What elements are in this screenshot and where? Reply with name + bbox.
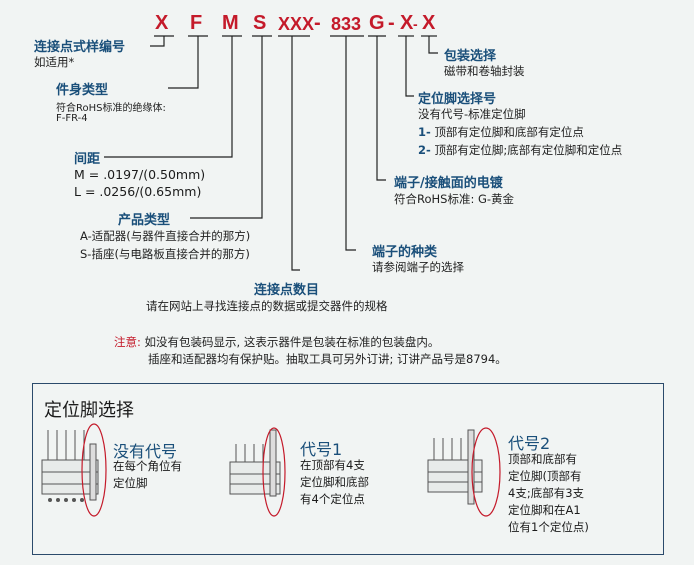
packaging-sub: 磁带和卷轴封装 [444,64,525,78]
option-code2-desc-line: 定位脚和在A1 [508,503,581,517]
line-packaging [428,36,438,54]
note-label: 注意: [114,335,141,349]
locator-opt2-text: 顶部有定位脚;底部有定位脚和定位点 [434,143,623,157]
option-code1-desc-line: 有4个定位点 [300,492,365,506]
option-code1-desc-line: 定位脚和底部 [300,475,369,489]
line-body [168,36,199,89]
locator-opt1: 1- 顶部有定位脚和底部有定位点 [418,124,584,140]
option-no-code-title: 没有代号 [113,442,178,461]
code-pitch: M [222,12,239,34]
body-heading: 件身类型 [56,83,109,98]
option-code2-desc-line: 位有1个定位点) [508,520,589,534]
packaging-heading: 包装选择 [444,49,497,64]
plating-heading: 端子/接触面的电镀 [394,176,503,191]
option-code1-title: 代号1 [300,440,343,459]
line-product [190,36,263,219]
pitch-l: L = .0256/(0.65mm) [74,184,202,199]
body-sub2: F-FR-4 [56,113,88,124]
contacts-sub: 请在网站上寻找连接点的数据或提交器件的规格 [146,299,388,313]
connector-no-code-diagram [41,423,107,517]
plating-sub: 符合RoHS标准: G-黄金 [394,192,515,206]
option-code2-desc-line: 顶部和底部有 [508,452,577,466]
code-dash-3: - [413,16,418,32]
note-line2: 插座和适配器均有保护贴。抽取工具可另外订讲; 订讲产品号是8794。 [148,352,507,366]
option-code1-desc-line: 在顶部有4支 [300,458,365,472]
code-dash-2: - [388,12,395,34]
connector-code1-diagram [229,427,286,517]
product-a: A-适配器(与器件直接合并的那方) [80,229,251,243]
option-code1-desc: 在顶部有4支 定位脚和底部 有4个定位点 [300,457,369,508]
locator-opt2-num: 2- [418,143,431,157]
locator-panel [32,383,664,555]
line-locator [405,36,414,97]
pitch-m: M = .0197/(0.50mm) [74,167,206,182]
panel-title: 定位脚选择 [44,400,134,421]
note-line1: 注意: 如没有包装码显示, 这表示器件是包装在标准的包装盘内。 [114,334,439,350]
option-no-code-desc: 在每个角位有 定位脚 [113,458,182,492]
code-terminal: 833 [331,14,362,34]
code-product: S [253,12,267,34]
option-code2-desc-line: 定位脚(顶部有 [508,469,582,483]
option-no-code-desc-line: 在每个角位有 [113,459,182,473]
pitch-heading: 间距 [74,152,101,167]
line-series [150,36,165,47]
option-code2-desc: 顶部和底部有 定位脚(顶部有 4支;底部有3支 定位脚和在A1 位有1个定位点) [508,451,589,536]
note-text1: 如没有包装码显示, 这表示器件是包装在标准的包装盘内。 [144,335,440,349]
code-dash-1: - [314,12,321,34]
code-contacts: XXX [278,14,315,34]
locator-sub: 没有代号-标准定位脚 [418,107,526,121]
line-plating [376,36,386,181]
code-body: F [190,12,203,34]
terminal-heading: 端子的种类 [372,245,438,260]
line-terminal [345,36,356,251]
contacts-heading: 连接点数目 [254,283,320,298]
option-no-code-desc-line: 定位脚 [113,476,148,490]
code-plating: G [369,12,385,34]
locator-opt2: 2- 顶部有定位脚;底部有定位脚和定位点 [418,142,622,158]
locator-opt1-text: 顶部有定位脚和底部有定位点 [434,125,584,139]
body-sub1: 符合RoHS标准的绝缘体: [56,103,166,114]
series-heading: 连接点式样编号 [34,40,126,55]
product-heading: 产品类型 [118,213,171,228]
option-code2-desc-line: 4支;底部有3支 [508,486,585,500]
code-packaging: X [422,12,436,34]
connector-code2-diagram [427,427,501,517]
code-locator: X [400,12,414,34]
product-s: S-插座(与电路板直接合并的那方) [80,247,250,261]
option-code2-title: 代号2 [508,434,551,453]
locator-opt1-num: 1- [418,125,431,139]
code-series: X [155,12,169,34]
locator-heading: 定位脚选择号 [418,92,497,107]
series-sub: 如适用* [34,55,75,69]
terminal-sub: 请参阅端子的选择 [372,260,464,274]
line-contacts [291,36,300,271]
line-pitch [104,36,233,158]
